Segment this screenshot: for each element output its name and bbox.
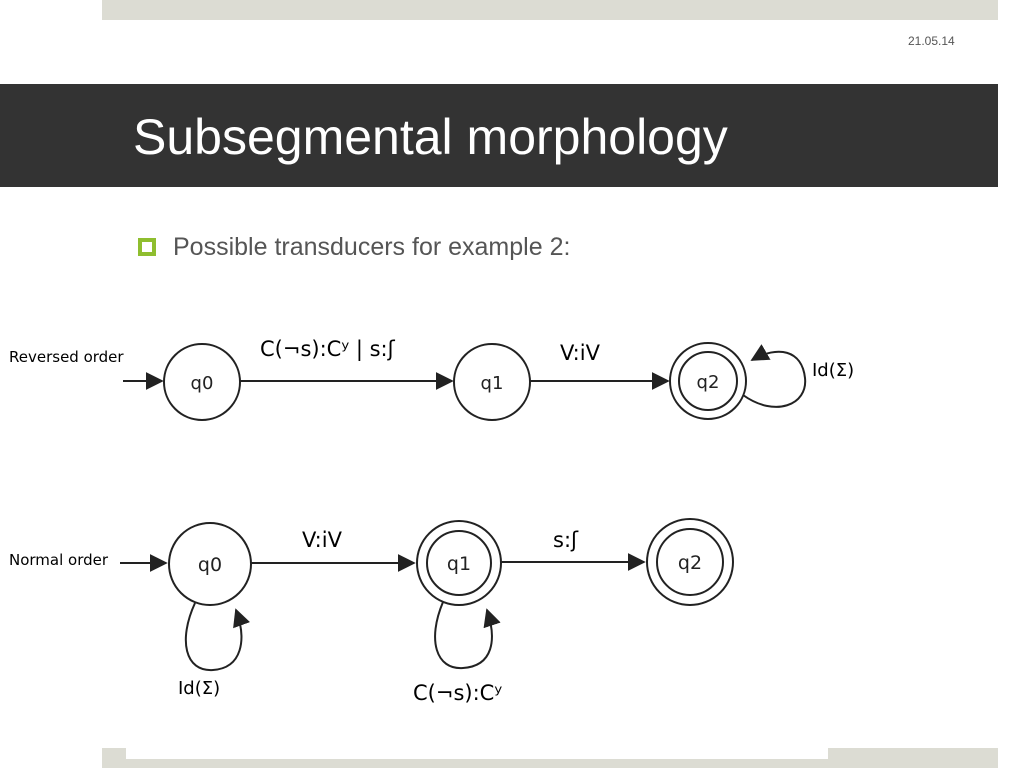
reversed-state-q2-outer <box>669 342 747 420</box>
title-bar <box>0 84 998 187</box>
reversed-row-label: Reversed order <box>9 348 124 366</box>
normal-state-q2-inner <box>656 528 724 596</box>
reversed-state-q1-label: q1 <box>481 373 504 394</box>
bullet-item: Possible transducers for example 2: <box>138 232 570 262</box>
reversed-edge-q1-q2-label: V:iV <box>560 341 601 365</box>
bottom-band-right <box>828 748 998 768</box>
normal-edge-q0-q1-label: V:iV <box>302 528 343 552</box>
bullet-text: Possible transducers for example 2: <box>173 232 571 261</box>
normal-loop-q1-label: C(¬s):Cʸ <box>413 681 502 705</box>
reversed-state-q2-label: q2 <box>697 372 720 393</box>
bottom-band-line <box>126 759 828 768</box>
normal-loop-q1 <box>434 601 501 670</box>
reversed-loop-q2 <box>742 344 807 408</box>
normal-state-q1-inner <box>426 530 492 596</box>
reversed-state-q2-inner <box>678 351 738 411</box>
reversed-state-q0-label: q0 <box>191 373 214 394</box>
normal-state-q2-label: q2 <box>678 552 702 574</box>
normal-state-q0-label: q0 <box>198 554 222 576</box>
transducer-diagram: Reversed order q0 C(¬s):Cʸ | s:ʃ q1 V:iV… <box>9 337 854 705</box>
normal-state-q2-outer <box>646 518 734 606</box>
bullet-square-icon <box>138 238 156 256</box>
normal-state-q1-label: q1 <box>447 553 471 575</box>
normal-loop-q0-label: Id(Σ) <box>178 678 220 699</box>
normal-edge-q1-q2-label: s:ʃ <box>553 528 579 552</box>
reversed-loop-q2-label: Id(Σ) <box>812 360 854 381</box>
slide-date: 21.05.14 <box>908 34 955 48</box>
top-band <box>102 0 998 20</box>
slide-title: Subsegmental morphology <box>133 109 728 165</box>
normal-row-label: Normal order <box>9 551 109 569</box>
reversed-edge-q0-q1-label: C(¬s):Cʸ | s:ʃ <box>260 337 396 362</box>
normal-loop-q0 <box>184 602 251 672</box>
bottom-band-left <box>102 748 126 768</box>
